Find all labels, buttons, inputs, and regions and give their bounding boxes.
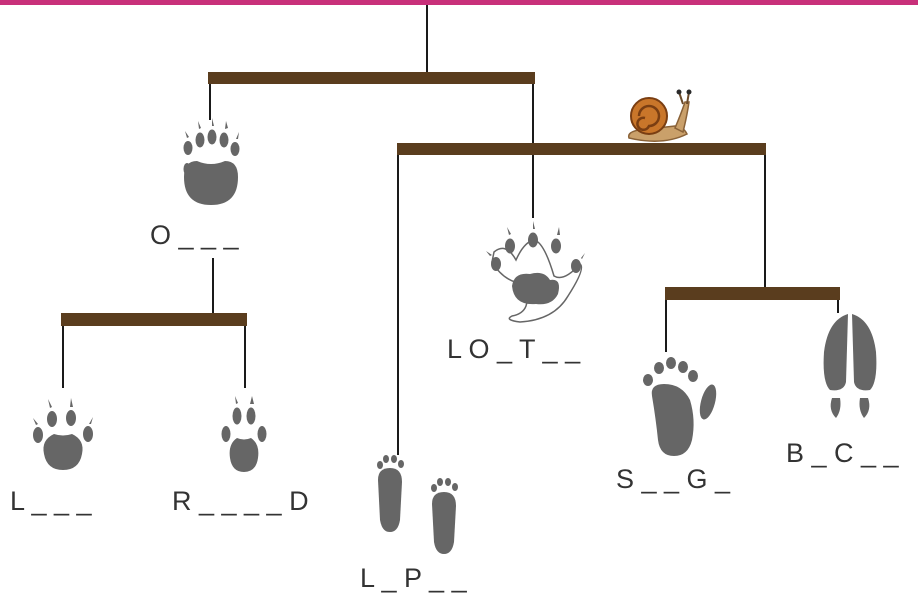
cloven-hoof-print-icon xyxy=(823,314,877,418)
clade-bar-cats xyxy=(61,313,247,326)
clade-bar-ungulates xyxy=(665,287,840,300)
clade-bar-right xyxy=(397,143,766,155)
snail-icon xyxy=(627,89,692,142)
clade-bar-root xyxy=(208,72,535,84)
top-border-line xyxy=(0,0,918,5)
label-otter: O _ _ _ xyxy=(150,220,239,250)
webbed-paw-print-icon xyxy=(486,221,585,323)
human-like-footprint-icon xyxy=(643,357,717,456)
label-lynx: L _ _ _ xyxy=(10,486,92,516)
label-red-fox: R _ _ _ _ D xyxy=(172,486,309,516)
label-lutra: L O _ T _ _ xyxy=(447,334,581,364)
hare-footprints-icon xyxy=(377,455,458,554)
label-bovid: B _ C _ _ xyxy=(786,438,899,468)
narrow-paw-print-icon xyxy=(221,396,267,472)
clade-bars xyxy=(61,72,840,326)
label-sloth-bear: S _ _ G _ xyxy=(616,464,731,494)
clawed-paw-print-icon xyxy=(183,118,240,205)
tree-connectors xyxy=(62,5,839,455)
label-leporid: L _ P _ _ xyxy=(360,563,467,593)
clawed-paw-print-icon xyxy=(33,398,93,470)
